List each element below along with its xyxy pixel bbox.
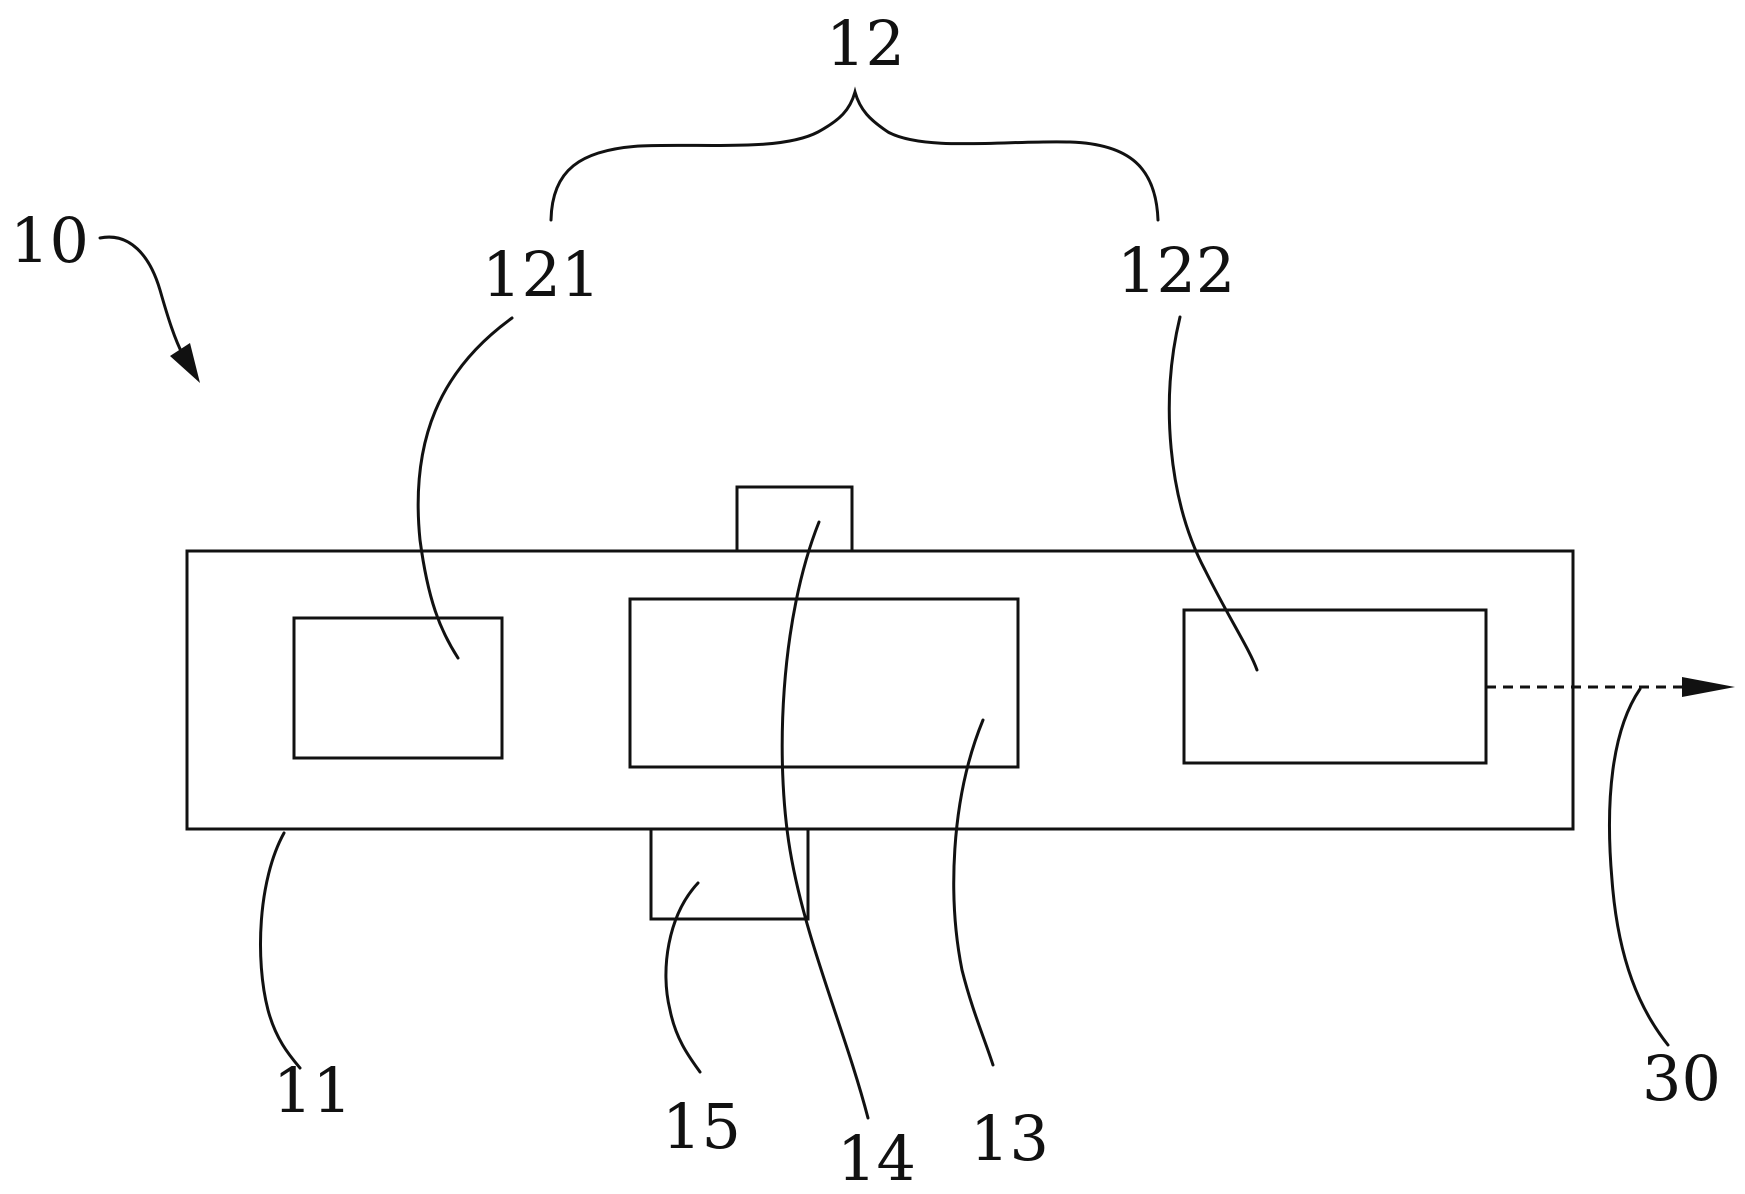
label-12: 12 <box>826 7 905 80</box>
label-10: 10 <box>10 204 89 277</box>
leader-13 <box>952 718 995 1067</box>
leader-11 <box>259 831 302 1070</box>
label-30: 30 <box>1642 1042 1721 1115</box>
label-11: 11 <box>273 1054 352 1127</box>
group-12-brace <box>549 86 1160 222</box>
bottom-tab-rect <box>649 829 810 921</box>
label-15: 15 <box>662 1090 741 1163</box>
module-122-rect <box>1182 608 1488 765</box>
output-arrowhead <box>1682 677 1735 697</box>
top-tab-rect <box>735 485 854 551</box>
device-10-leader <box>98 235 185 357</box>
device-10-arrowhead <box>170 343 200 383</box>
leader-122 <box>1167 315 1259 672</box>
label-121: 121 <box>482 238 600 311</box>
leader-121 <box>416 316 514 660</box>
label-14: 14 <box>837 1122 916 1194</box>
label-13: 13 <box>970 1102 1049 1175</box>
leader-30 <box>1608 687 1670 1047</box>
module-121-rect <box>292 616 504 760</box>
leader-15 <box>664 881 702 1074</box>
center-block-13-rect <box>628 597 1020 769</box>
label-122: 122 <box>1117 234 1235 307</box>
main-body-rect <box>185 549 1575 831</box>
leader-14 <box>780 520 870 1120</box>
